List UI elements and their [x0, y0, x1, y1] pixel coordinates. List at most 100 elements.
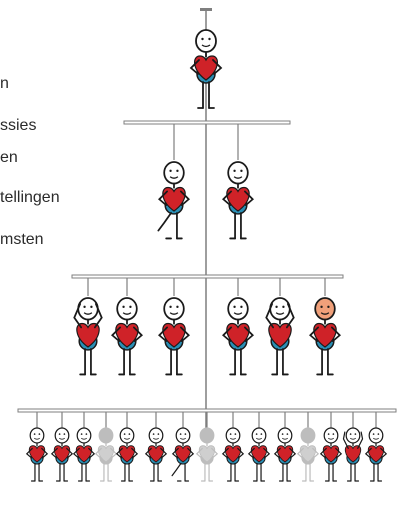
eye — [327, 305, 330, 308]
heart — [226, 322, 250, 348]
person-figure-level4 — [94, 427, 118, 482]
figures-group — [25, 29, 388, 482]
heart — [250, 445, 268, 463]
arm — [73, 302, 83, 329]
arm — [263, 447, 271, 459]
mouth — [233, 176, 243, 179]
head — [195, 29, 217, 53]
rail-level-4 — [17, 408, 397, 413]
arm — [211, 447, 219, 459]
head — [199, 427, 215, 444]
head — [116, 297, 138, 321]
person-figure-level3 — [158, 297, 190, 376]
arm — [364, 447, 372, 459]
eye — [240, 169, 243, 172]
eye — [128, 433, 131, 435]
head — [277, 427, 293, 444]
heart — [344, 445, 362, 463]
heart — [299, 445, 317, 463]
arm — [189, 59, 200, 75]
mouth — [81, 437, 87, 440]
mouth — [275, 312, 285, 315]
arm — [25, 447, 33, 459]
eye — [233, 305, 236, 308]
heart — [194, 55, 218, 81]
mouth — [256, 437, 262, 440]
eye — [320, 305, 323, 308]
arm — [50, 447, 58, 459]
arm — [243, 190, 254, 207]
arm — [171, 447, 179, 459]
heart — [115, 322, 139, 348]
eye — [129, 305, 132, 308]
person-figure-level4 — [50, 427, 74, 482]
arm — [187, 447, 195, 459]
head — [323, 427, 339, 444]
head — [251, 427, 267, 444]
leg — [171, 462, 182, 477]
mouth — [328, 437, 334, 440]
arm — [265, 302, 275, 329]
eye — [275, 305, 278, 308]
mouth — [153, 437, 159, 440]
person-figure-level4 — [72, 427, 96, 482]
eye — [176, 305, 179, 308]
eye — [122, 305, 125, 308]
rail-level-2 — [123, 120, 291, 125]
arm — [319, 447, 327, 459]
person-figure-level4 — [221, 427, 245, 482]
eye — [38, 433, 41, 435]
person-figure-level4 — [319, 427, 343, 482]
arm — [144, 447, 152, 459]
eye — [184, 433, 187, 435]
eye — [234, 433, 237, 435]
arm — [111, 326, 122, 343]
eye — [123, 433, 126, 435]
person-figure-level2 — [222, 161, 254, 240]
arm — [41, 447, 49, 459]
head — [76, 427, 92, 444]
arm — [247, 447, 255, 459]
arm — [132, 326, 143, 343]
arm — [312, 447, 320, 459]
arm — [93, 302, 103, 329]
person-figure-level4 — [247, 427, 271, 482]
mouth — [230, 437, 236, 440]
person-figure-level3 — [111, 297, 143, 376]
heart — [322, 445, 340, 463]
eye — [208, 37, 211, 41]
eye — [33, 433, 36, 435]
arm — [243, 326, 254, 343]
arm — [342, 431, 349, 450]
top-marker — [200, 8, 212, 11]
arm — [285, 302, 295, 329]
eye — [354, 433, 357, 435]
eye — [58, 433, 61, 435]
person-figure-level4 — [273, 427, 297, 482]
eye — [80, 433, 83, 435]
head — [345, 427, 361, 444]
arm — [357, 431, 364, 450]
mouth — [320, 312, 330, 315]
person-figure-level4 — [144, 427, 168, 482]
person-figure-level3 — [309, 297, 341, 376]
eye — [229, 433, 232, 435]
heart — [118, 445, 136, 463]
leg — [157, 212, 172, 232]
eye — [85, 433, 88, 435]
arm — [330, 326, 341, 343]
eye — [332, 433, 335, 435]
eye — [169, 305, 172, 308]
arm — [158, 326, 169, 343]
mouth — [34, 437, 40, 440]
eye — [157, 433, 160, 435]
person-figure-level4 — [364, 427, 388, 482]
heart — [313, 322, 337, 348]
arm — [222, 190, 233, 207]
mouth — [350, 437, 356, 440]
head — [314, 297, 336, 321]
head — [300, 427, 316, 444]
eye — [233, 169, 236, 172]
arm — [195, 447, 203, 459]
heart — [75, 445, 93, 463]
